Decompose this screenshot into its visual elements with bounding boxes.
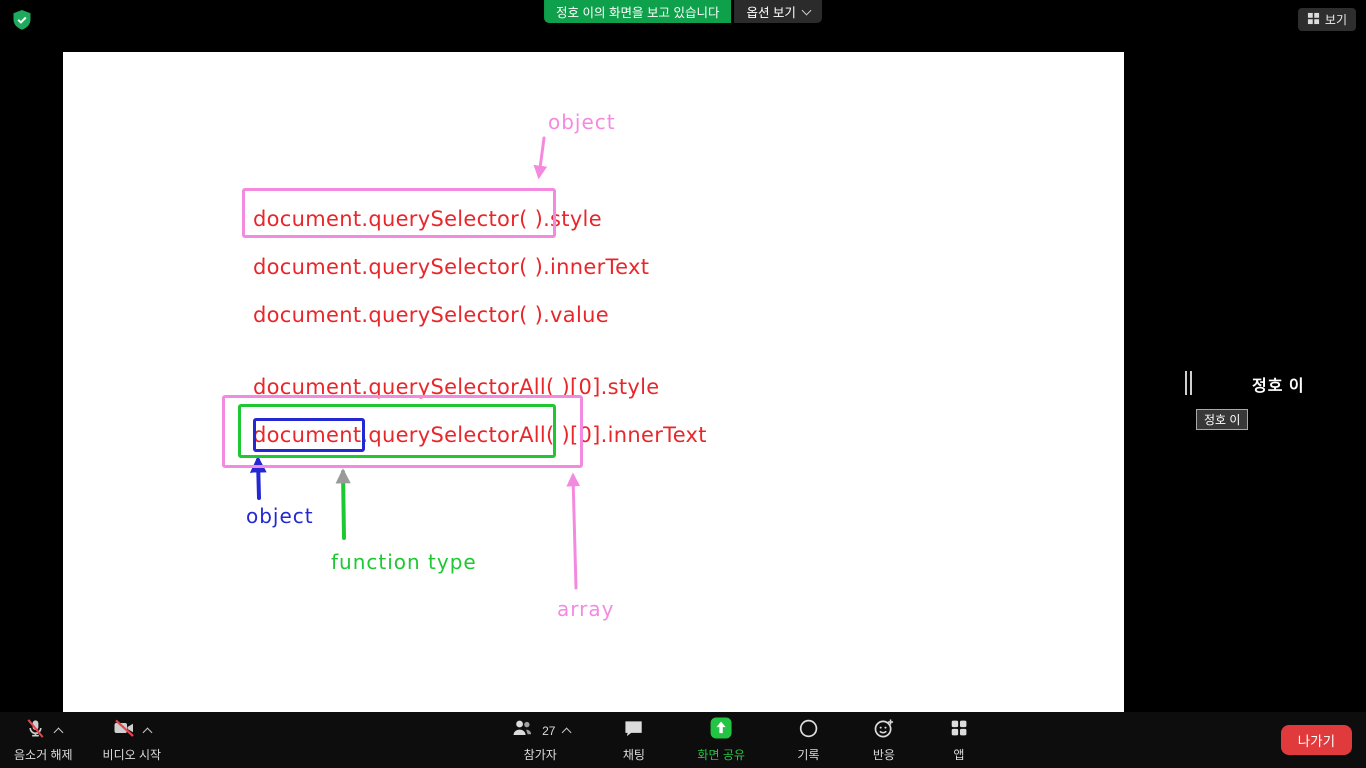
- record-button[interactable]: 기록: [797, 718, 820, 763]
- share-screen-button[interactable]: 화면 공유: [697, 716, 745, 763]
- annotation-box-green-function: [238, 404, 556, 458]
- control-toolbar: 음소거 해제 비디오 시작: [0, 712, 1366, 768]
- code-line-2: document.querySelector( ).innerText: [253, 255, 650, 279]
- start-video-label: 비디오 시작: [102, 748, 162, 762]
- mute-label: 음소거 해제: [14, 748, 73, 762]
- video-name-tag: 정호 이: [1196, 409, 1249, 430]
- view-button-label: 보기: [1324, 13, 1347, 27]
- function-type-arrow: [335, 468, 351, 540]
- chat-icon: [622, 717, 645, 745]
- view-options-label: 옵션 보기: [746, 6, 796, 20]
- record-label: 기록: [797, 748, 820, 762]
- participants-label: 참가자: [523, 748, 557, 762]
- annotation-object-bottom: object: [246, 504, 314, 528]
- panel-resize-handle[interactable]: [1185, 371, 1192, 395]
- share-screen-icon: [709, 716, 733, 745]
- annotation-box-pink-queryselector: [242, 188, 556, 238]
- reactions-button[interactable]: 반응: [872, 718, 896, 763]
- reactions-icon: [872, 716, 896, 745]
- top-bar: 정호 이의 화면을 보고 있습니다 옵션 보기 보기: [0, 0, 1366, 42]
- chevron-up-icon[interactable]: [142, 727, 153, 737]
- code-line-3: document.querySelector( ).value: [253, 303, 609, 327]
- participants-count: 27: [542, 723, 556, 738]
- array-arrow: [566, 472, 581, 590]
- leave-button[interactable]: 나가기: [1280, 725, 1352, 755]
- participant-name: 정호 이: [1252, 378, 1305, 395]
- chevron-down-icon: [801, 5, 812, 15]
- annotation-box-blue-object: [253, 418, 365, 452]
- participants-icon: [510, 716, 534, 745]
- mute-button[interactable]: 음소거 해제: [14, 718, 73, 763]
- chevron-up-icon[interactable]: [561, 727, 572, 737]
- participants-button[interactable]: 27 참가자: [510, 716, 572, 763]
- shared-screen: object document.querySelector( ).style d…: [63, 52, 1124, 712]
- annotation-box-pink-queryselectorall: [222, 395, 583, 468]
- toolbar-center-group: 27 참가자 채팅: [510, 716, 970, 763]
- microphone-muted-icon: [24, 717, 47, 745]
- camera-muted-icon: [112, 716, 136, 745]
- apps-icon: [948, 717, 970, 744]
- share-screen-label: 화면 공유: [697, 748, 745, 762]
- code-line-5: document.querySelectorAll( )[0].innerTex…: [253, 423, 707, 447]
- apps-button[interactable]: 앱: [948, 718, 970, 763]
- chat-label: 채팅: [622, 748, 645, 762]
- record-icon: [797, 717, 820, 745]
- start-video-button[interactable]: 비디오 시작: [102, 716, 162, 763]
- view-options-button[interactable]: 옵션 보기: [734, 0, 822, 23]
- code-line-1: document.querySelector( ).style: [253, 207, 602, 231]
- annotation-array: array: [557, 597, 615, 621]
- toolbar-left-group: 음소거 해제 비디오 시작: [14, 718, 161, 763]
- reactions-label: 반응: [872, 748, 895, 762]
- security-shield-icon[interactable]: [10, 8, 34, 32]
- object-top-arrow: [533, 136, 548, 180]
- annotation-object-top: object: [548, 110, 616, 134]
- viewing-banner: 정호 이의 화면을 보고 있습니다: [544, 0, 732, 23]
- grid-view-icon: [1307, 12, 1320, 28]
- view-button[interactable]: 보기: [1297, 8, 1356, 31]
- apps-label: 앱: [953, 748, 965, 762]
- chevron-up-icon[interactable]: [53, 727, 64, 737]
- screen-share-banner-group: 정호 이의 화면을 보고 있습니다 옵션 보기: [544, 0, 822, 23]
- annotation-function-type: function type: [331, 550, 477, 574]
- chat-button[interactable]: 채팅: [622, 718, 645, 763]
